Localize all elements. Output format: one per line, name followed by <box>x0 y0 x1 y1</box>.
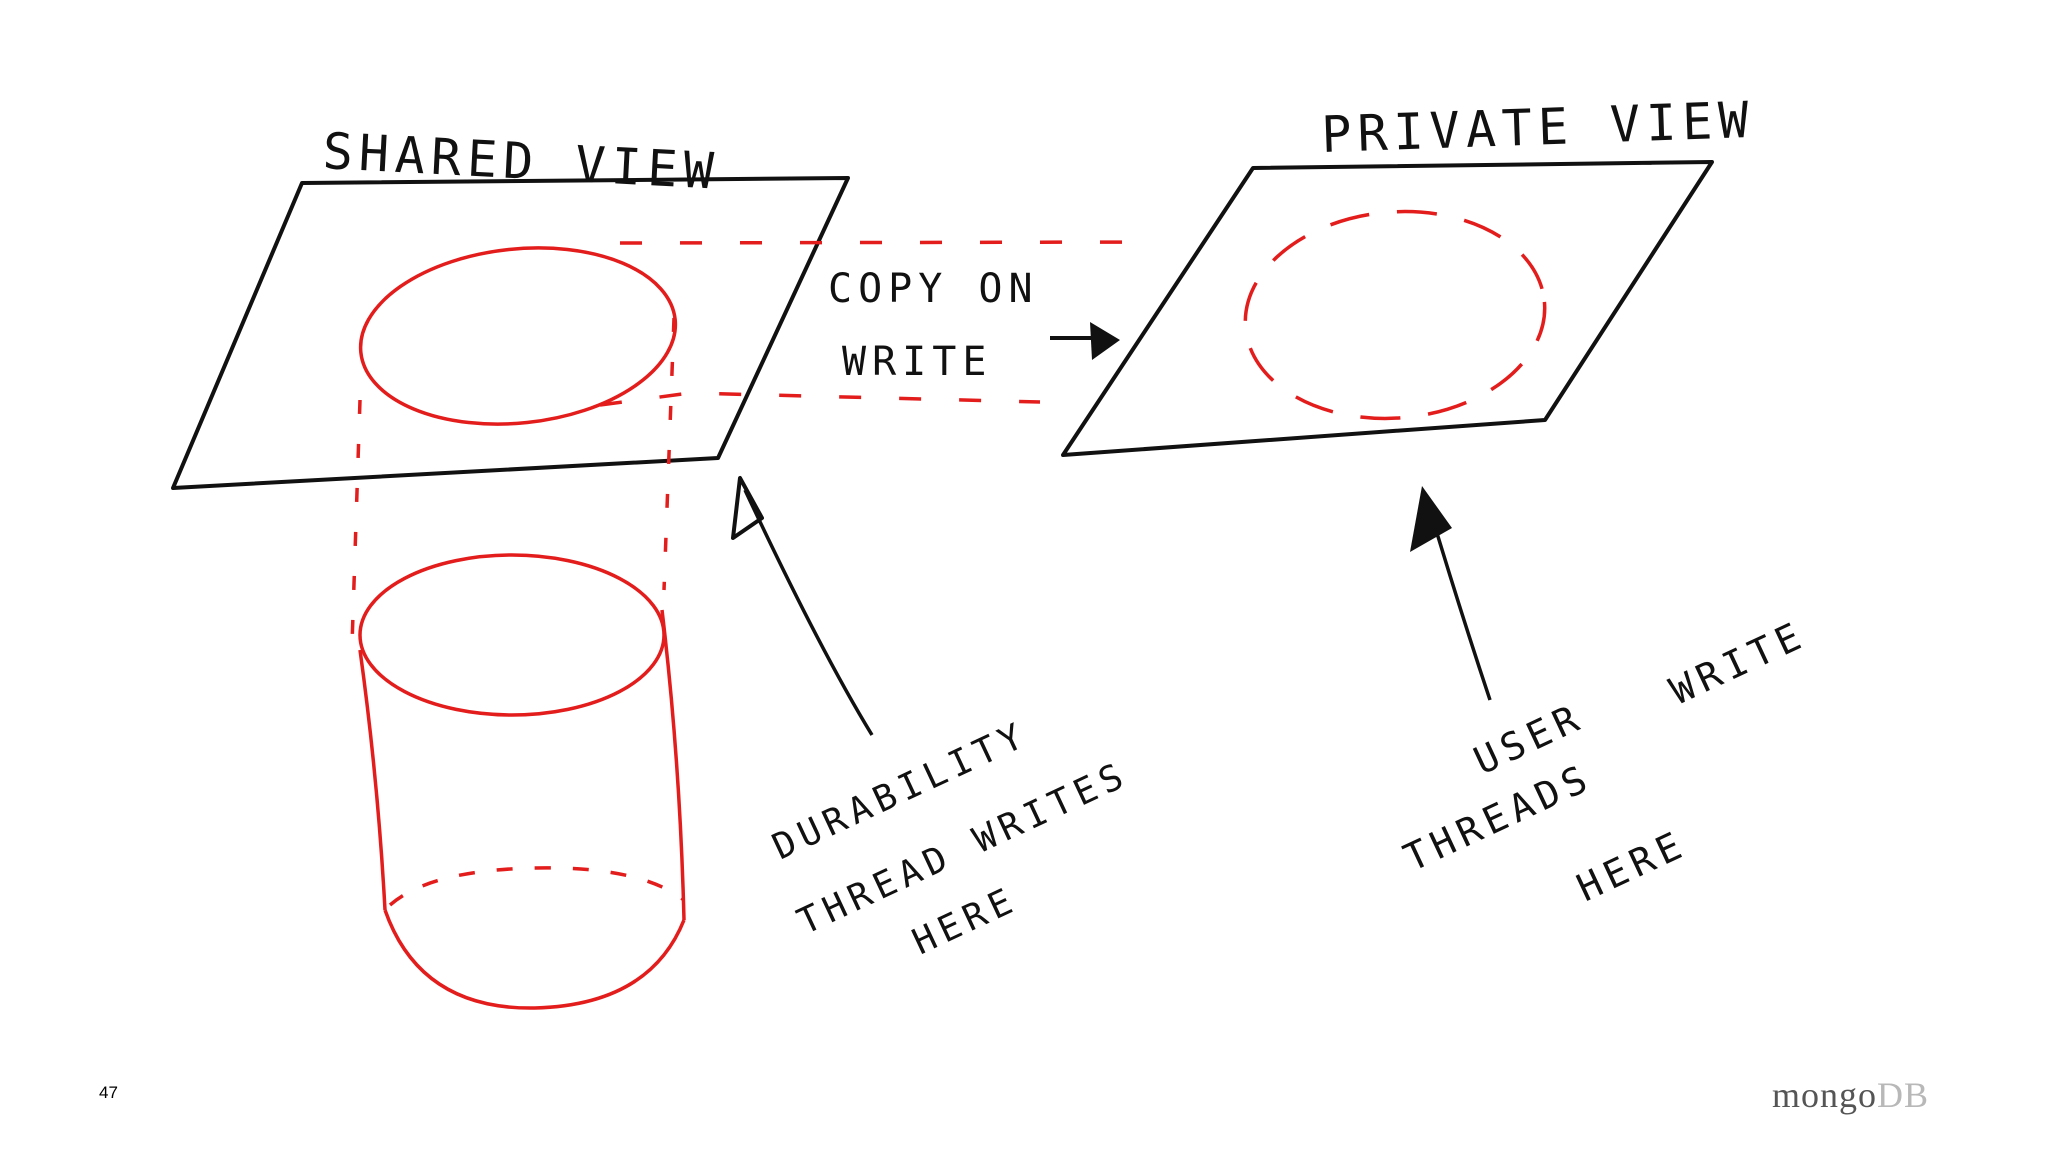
user-label-line3: HERE <box>1570 821 1693 910</box>
user-arrow-head <box>1410 486 1452 552</box>
user-label-line2b: WRITE <box>1663 612 1812 713</box>
copy-arrow-head <box>1090 322 1120 360</box>
user-arrow-shaft <box>1428 509 1492 701</box>
copy-line-bottom <box>599 391 1041 407</box>
shared-view-label: SHARED VIEW <box>321 122 721 201</box>
copy-on-write-label-line1: COPY ON <box>828 266 1039 312</box>
copy-line-top <box>619 240 1161 245</box>
private-region-ellipse <box>1243 209 1547 421</box>
logo-db: DB <box>1877 1075 1930 1115</box>
private-view-label: PRIVATE VIEW <box>1320 91 1755 164</box>
durability-arrow-head <box>731 476 764 540</box>
private-view-plane <box>1061 160 1714 457</box>
durability-arrow-shaft <box>743 489 874 736</box>
copy-on-write-label-line2: WRITE <box>842 339 992 385</box>
shared-region-ellipse <box>358 246 678 426</box>
mongodb-logo: mongoDB <box>1772 1074 1929 1116</box>
durability-label-line3: HERE <box>906 879 1024 963</box>
shared-view-plane <box>171 176 850 490</box>
projection-line-right <box>662 317 676 591</box>
slide-number: 47 <box>99 1083 118 1102</box>
disk-cylinder <box>358 553 686 1010</box>
logo-mongo: mongo <box>1772 1075 1878 1115</box>
projection-line-left <box>350 399 362 646</box>
